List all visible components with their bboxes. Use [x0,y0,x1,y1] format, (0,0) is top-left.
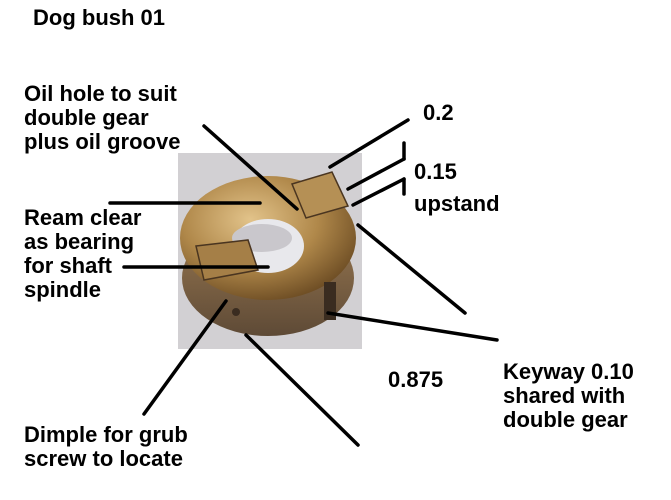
dog-upstand-right [290,171,350,219]
dog-bush-photo [180,171,356,336]
diagram-title: Dog bush 01 [33,5,166,30]
dimension-02-line-lower [346,157,406,191]
leader-keyway-upper [356,223,467,315]
dimple-mark [232,308,240,316]
dimension-0875-line [244,333,360,447]
dimension-02-label: 0.2 [423,100,454,125]
dimension-015-line [351,177,406,207]
dimension-0875-label: 0.875 [388,367,444,392]
dimple-label: Dimple for grub screw to locate [24,422,188,471]
upstand-label: upstand [414,191,500,216]
dimension-015-label: 0.15 [414,159,457,184]
dimension-02-line [328,118,410,169]
ream-label: Ream clear as bearing for shaft spindle [24,205,142,302]
leader-oil-hole [202,124,299,211]
oil-hole-label: Oil hole to suit double gear plus oil gr… [24,81,181,154]
keyway-label: Keyway 0.10 shared with double gear [503,359,634,432]
leader-dimple [142,299,228,416]
keyway-slot [324,282,336,320]
leader-keyway-lower [326,311,499,342]
